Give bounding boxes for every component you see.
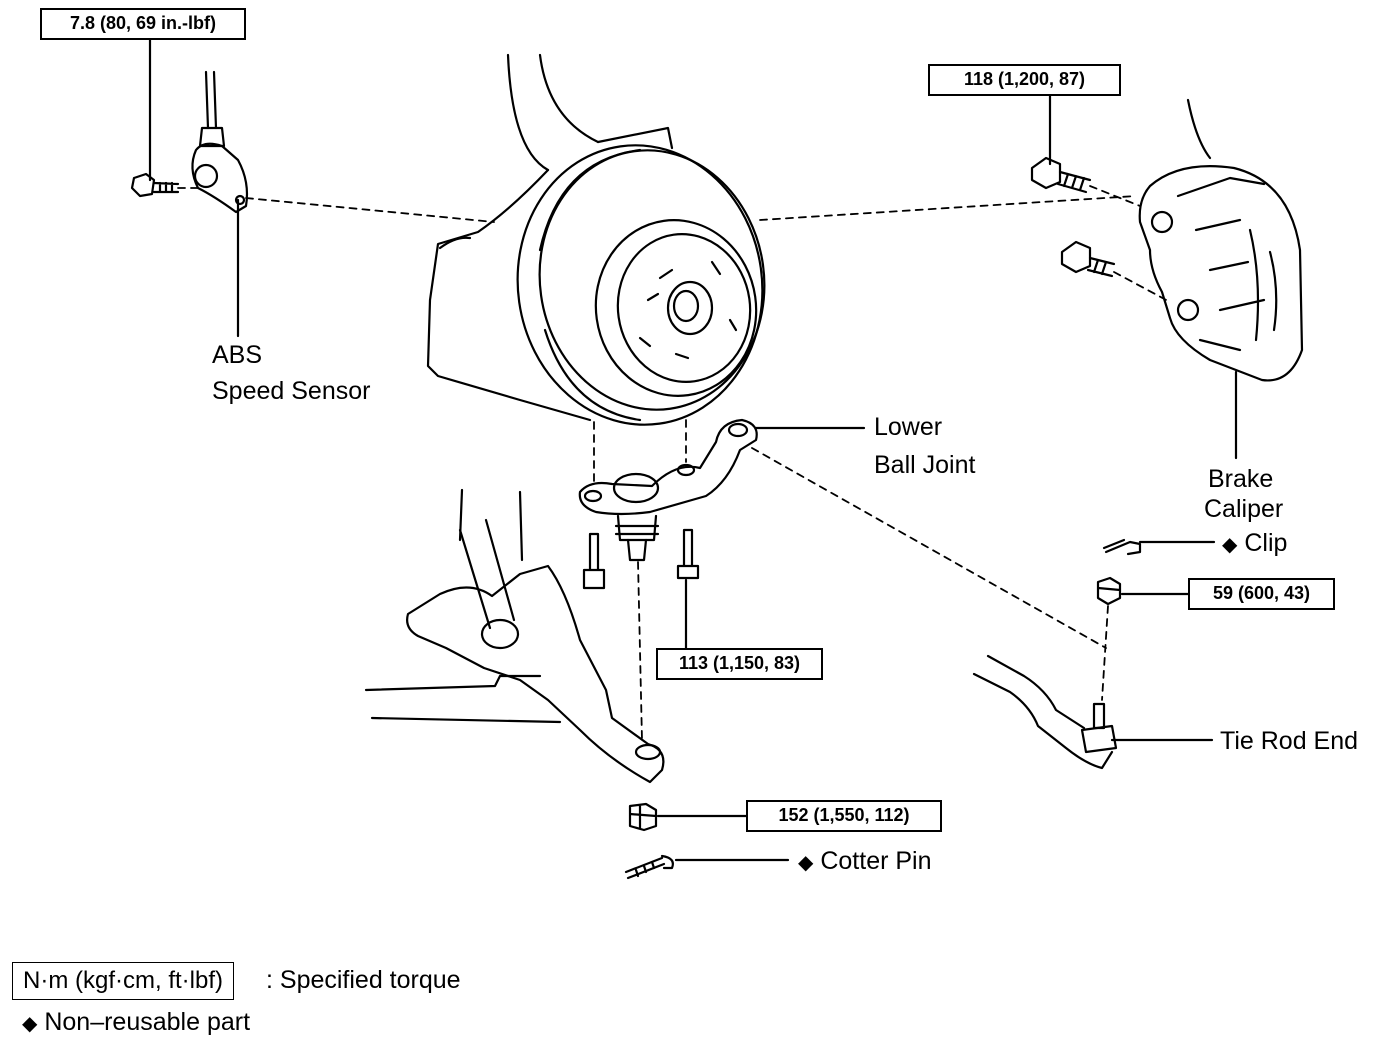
lower-ball-joint-label-line2: Ball Joint	[874, 451, 976, 479]
abs-speed-sensor-label-line1: ABS	[212, 341, 263, 369]
ball-joint-bolts-torque-box: 113 (1,150, 83)	[656, 648, 823, 680]
tie-rod-nut-torque-box: 59 (600, 43)	[1188, 578, 1335, 610]
steering-knuckle-drawing	[426, 53, 674, 422]
brake-disc-drawing	[516, 144, 766, 426]
cotter-pin-label-text: Cotter Pin	[820, 847, 932, 875]
tie-rod-end-drawing	[972, 654, 1118, 770]
cotter-pin-label: ◆ Cotter Pin	[798, 846, 932, 878]
cotter-pin-drawing	[624, 854, 674, 880]
caliper-bolt-torque-box: 118 (1,200, 87)	[928, 64, 1121, 96]
legend-unit-description: : Specified torque	[266, 966, 461, 994]
brake-caliper-label-line2: Caliper	[1204, 495, 1284, 523]
legend-unit-box: N·m (kgf·cm, ft·lbf)	[12, 962, 234, 1000]
legend-nonreusable-text: Non–reusable part	[44, 1008, 251, 1036]
diamond-icon: ◆	[22, 1013, 38, 1035]
abs-bolt-torque-box: 7.8 (80, 69 in.-lbf)	[40, 8, 246, 40]
abs-speed-sensor-drawing	[191, 70, 249, 214]
clip-drawing	[1102, 538, 1142, 556]
ball-joint-nut-drawing	[628, 802, 658, 832]
legend-nonreusable: ◆ Non–reusable part	[22, 1004, 250, 1042]
lower-ball-joint-drawing	[578, 418, 758, 562]
lower-ball-joint-label-line1: Lower	[874, 413, 943, 441]
ball-joint-nut-torque-box: 152 (1,550, 112)	[746, 800, 942, 832]
caliper-bolt-lower-drawing	[1060, 240, 1116, 278]
caliper-bolt-upper-drawing	[1030, 156, 1092, 194]
diamond-icon: ◆	[798, 852, 814, 874]
tie-rod-nut-drawing	[1096, 576, 1122, 606]
clip-label: ◆ Clip	[1222, 528, 1287, 560]
brake-caliper-drawing	[1138, 98, 1304, 382]
tie-rod-end-label: Tie Rod End	[1220, 727, 1359, 755]
lower-arm-drawing	[364, 488, 665, 784]
diamond-icon: ◆	[1222, 534, 1238, 556]
leader-lines	[148, 36, 1238, 862]
ball-joint-bolts-drawing	[582, 528, 700, 590]
clip-label-text: Clip	[1244, 529, 1288, 557]
brake-caliper-label-line1: Brake	[1208, 465, 1274, 493]
abs-bolt-drawing	[130, 172, 180, 198]
abs-speed-sensor-label-line2: Speed Sensor	[212, 377, 371, 405]
assembly-dashed-lines	[177, 185, 1171, 741]
